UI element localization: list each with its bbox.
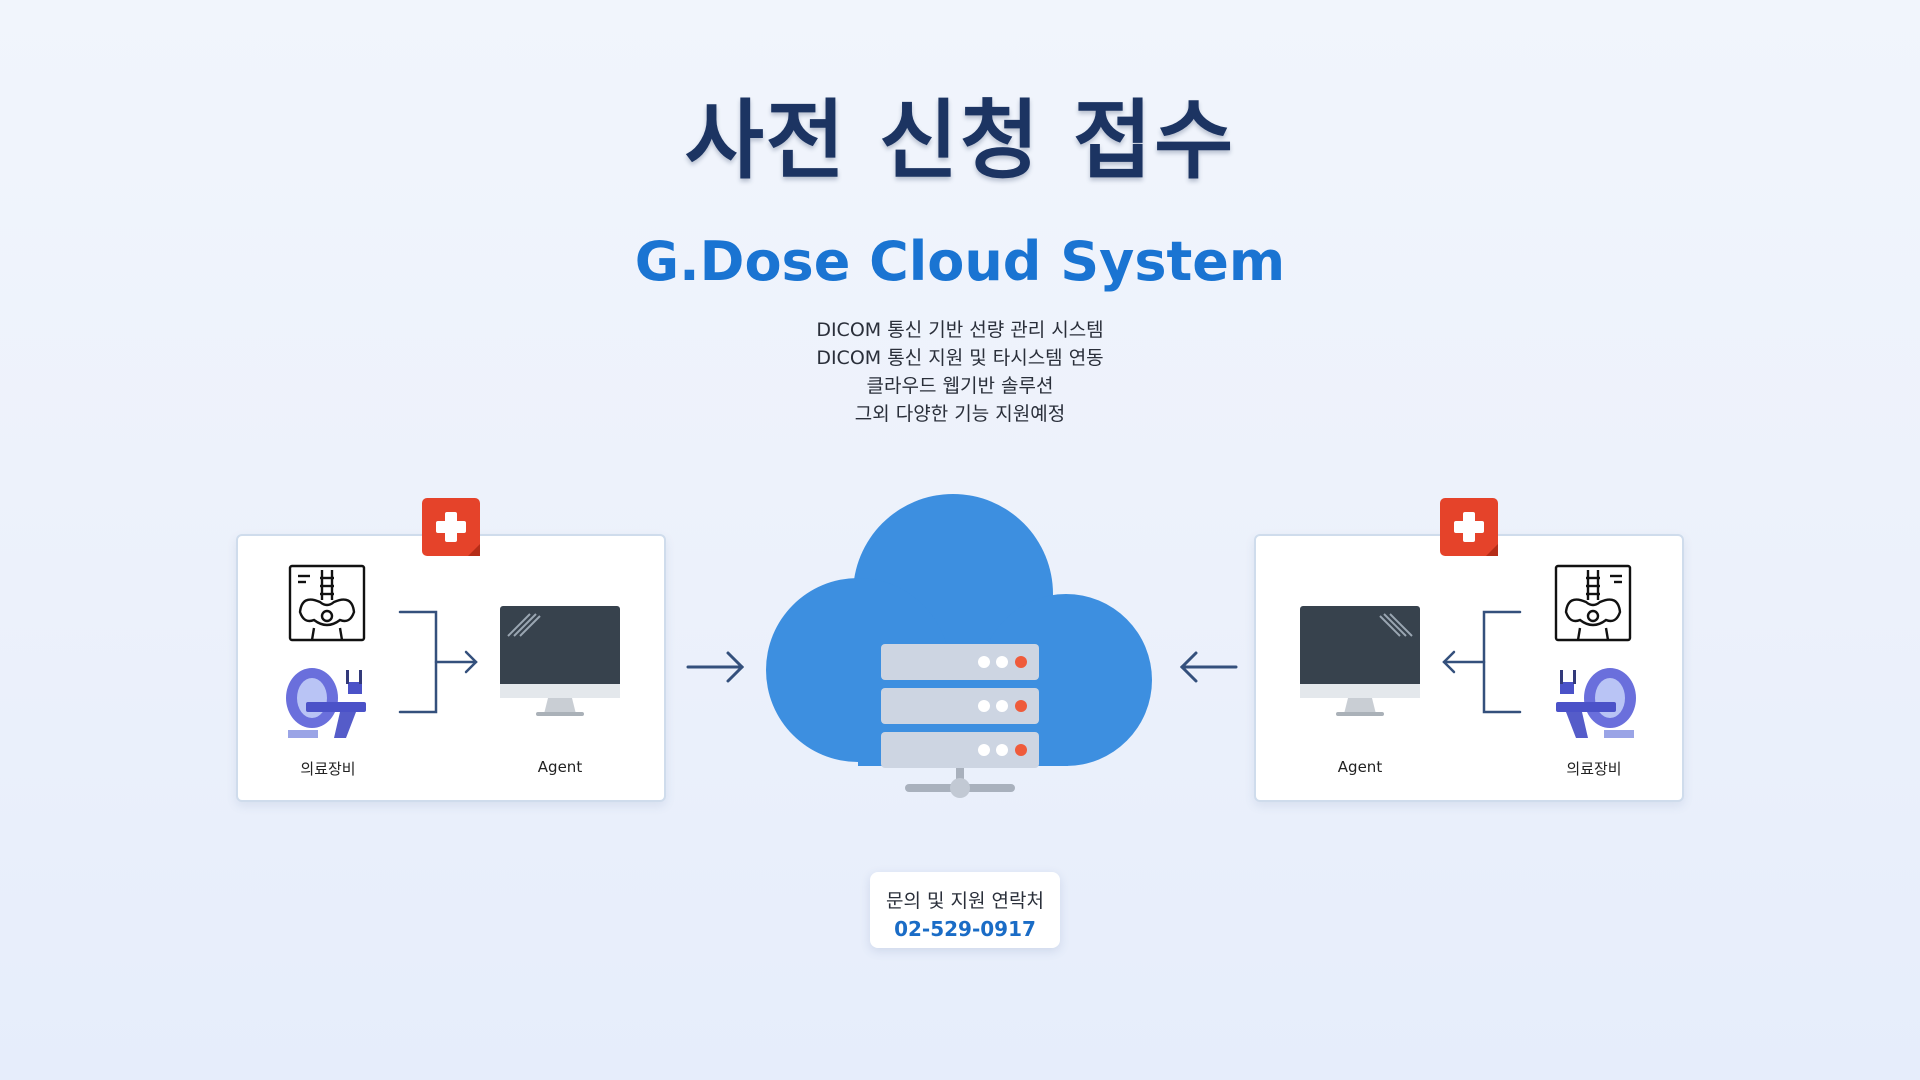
agent-label: Agent: [537, 758, 583, 776]
hospital-panel-right: Agent 의료장비: [1254, 498, 1684, 802]
contact-label: 문의 및 지원 연락처: [886, 890, 1044, 912]
medical-cross-icon: [422, 498, 480, 556]
contact-box: 문의 및 지원 연락처 02-529-0917: [870, 872, 1060, 948]
feature-item: DICOM 통신 기반 선량 관리 시스템: [816, 319, 1104, 341]
hospital-panel-left: 의료장비 Agent: [236, 498, 666, 802]
system-name: G.Dose Cloud System: [634, 230, 1286, 293]
arrow-right-icon: [686, 651, 745, 683]
arrow-left-icon: [1179, 651, 1238, 683]
feature-item: 그외 다양한 기능 지원예정: [854, 403, 1066, 425]
device-label: 의료장비: [1566, 760, 1622, 778]
ct-scanner-icon: [1556, 668, 1636, 738]
computer-monitor-icon: [500, 606, 620, 716]
cloud-server-icon: [766, 494, 1152, 798]
computer-monitor-icon: [1300, 606, 1420, 716]
device-label: 의료장비: [300, 760, 356, 778]
feature-list: DICOM 통신 기반 선량 관리 시스템 DICOM 통신 지원 및 타시스템…: [0, 316, 1920, 428]
feature-item: DICOM 통신 지원 및 타시스템 연동: [816, 347, 1104, 369]
xray-pelvis-icon: [1554, 564, 1632, 642]
agent-label: Agent: [1337, 758, 1383, 776]
xray-pelvis-icon: [288, 564, 366, 642]
feature-item: 클라우드 웹기반 솔루션: [866, 375, 1054, 397]
page-title: 사전 신청 접수: [684, 91, 1236, 191]
medical-cross-icon: [1440, 498, 1498, 556]
ct-scanner-icon: [286, 668, 366, 738]
contact-phone[interactable]: 02-529-0917: [894, 917, 1036, 941]
